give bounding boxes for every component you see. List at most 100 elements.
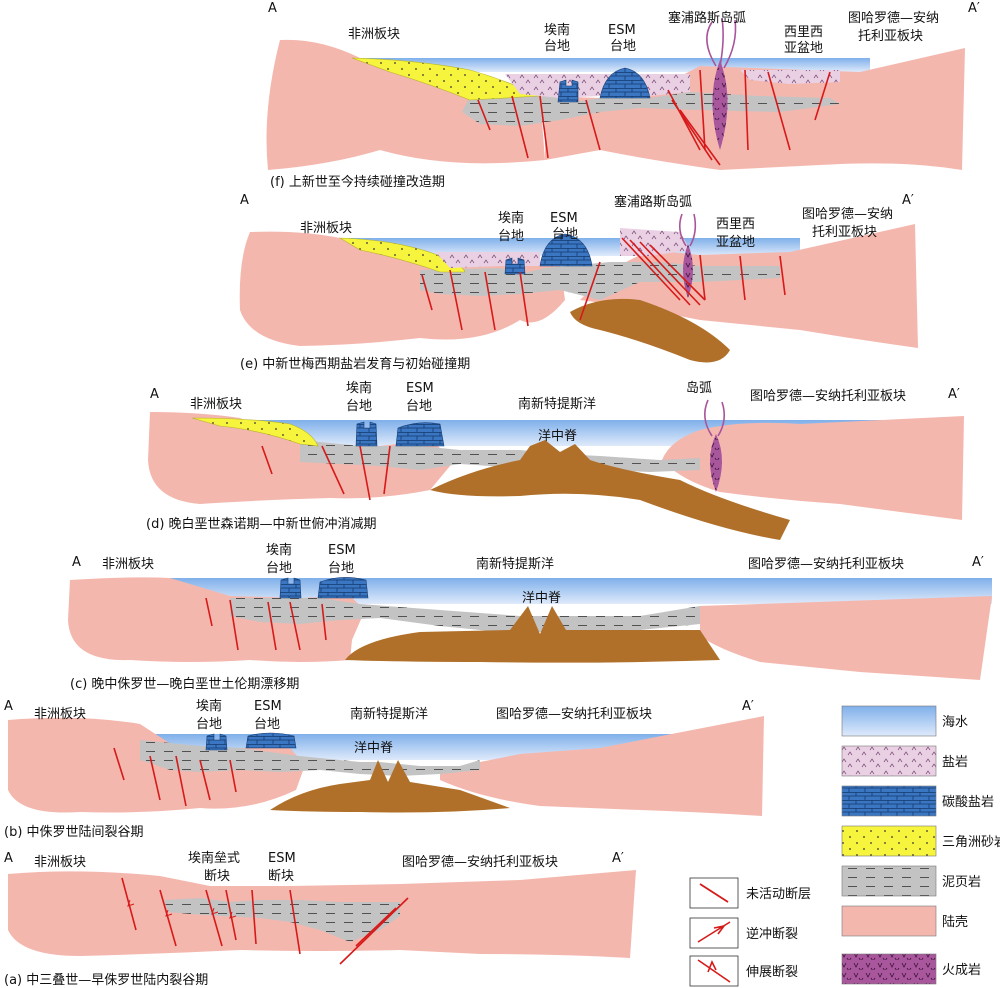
label-arc: 塞浦路斯岛弧 [614,194,692,210]
label-ocean: 南新特提斯洋 [476,556,554,572]
oceanic-crust-subducting [570,298,730,363]
end-label-a-prime: A′ [968,1,980,16]
label-ridge: 洋中脊 [354,741,393,756]
end-label-a-prime: A′ [742,699,754,714]
fault-lines [421,237,786,331]
label-egypt-1: 埃南 [544,22,570,38]
end-label-a: A [268,1,277,16]
legend-label-delta: 三角洲砂岩 [942,835,1000,850]
label-anatolia-2: 托利亚板块 [812,225,877,240]
fault-lines [205,597,327,651]
label-esm-1: ESM [328,543,356,558]
igneous-arc [710,434,722,492]
label-cilicia-1: 西里西 [784,25,823,40]
end-label-a: A [4,699,13,714]
label-anatolia: 图哈罗德—安纳托利亚板块 [496,707,652,722]
legend-label-inactive-fault: 未活动断层 [746,887,811,902]
label-egypt-2: 断块 [204,869,230,884]
legend-swatch-seawater [841,705,937,737]
fault-lines [477,69,831,166]
mudshale-layer [164,898,400,942]
continental-crust-africa [239,231,565,346]
label-esm-2: 台地 [610,39,636,54]
legend-label-salt: 盐岩 [942,755,968,770]
label-anatolia-2: 托利亚板块 [858,29,923,44]
label-egypt-2: 台地 [266,561,292,576]
legend-swatch-shale [841,865,937,897]
label-esm-2: 台地 [328,561,354,576]
end-label-a: A [72,555,81,570]
label-ridge: 洋中脊 [538,429,577,444]
label-africa: 非洲板块 [102,557,154,572]
extensional-fault-symbol [697,959,731,983]
carbonate-platform-egypt [504,257,526,275]
label-africa: 非洲板块 [34,855,86,870]
caption-f: (f) 上新世至今持续碰撞改造期 [270,174,445,190]
panel-e: A A′ 非洲板块 埃南 台地 ESM 台地 塞浦路斯岛弧 西里西 亚盆地 图哈… [239,193,918,372]
legend-swatch-delta [841,825,937,857]
legend-swatch-igneous [841,953,937,985]
caption-e: (e) 中新世梅西期盐岩发育与初始碰撞期 [240,356,470,372]
legend-swatch-salt [841,745,937,777]
label-esm-1: ESM [268,851,296,866]
end-label-a-prime: A′ [612,851,624,866]
label-cilicia-1: 西里西 [716,217,755,232]
carbonate-platform-esm [539,233,593,267]
arc-volcanic-conduits [706,17,737,69]
label-esm-1: ESM [254,699,282,714]
label-arc: 岛弧 [686,380,712,396]
salt-layer [505,74,690,98]
oceanic-crust [270,760,510,813]
panel-f: A A′ 非洲板块 埃南 台地 ESM 台地 塞浦路斯岛弧 西里西 亚盆地 图哈… [266,1,980,190]
label-esm-1: ESM [550,211,578,226]
legend-label-extensional-fault: 伸展断裂 [746,965,798,980]
carbonate-platform-egypt [279,577,302,599]
carbonate-platform-egypt [557,79,579,103]
carbonate-platform-esm [317,577,369,599]
label-egypt-1: 埃南 [346,380,372,396]
end-label-a: A [150,387,159,402]
end-label-a: A [4,851,13,866]
panel-a: A A′ 非洲板块 埃南垒式 断块 ESM 断块 图哈罗德—安纳托利亚板块 (a… [4,850,636,988]
arc-volcanic-conduits [678,213,697,247]
label-egypt-1: 埃南 [196,698,222,714]
label-anatolia: 图哈罗德—安纳托利亚板块 [402,855,558,870]
end-label-a-prime: A′ [902,193,914,208]
legend-swatch-crust [841,905,937,937]
fault-lines [261,445,391,501]
legend: 海水 盐岩 碳酸盐岩 三角洲砂岩 泥页岩 陆壳 火成岩 未活动断层 逆冲断裂 伸… [689,705,1000,987]
carbonate-platform-egypt [355,421,378,447]
label-egypt-2: 台地 [346,399,372,414]
label-ocean: 南新特提斯洋 [350,706,428,722]
label-anatolia: 图哈罗德—安纳托利亚板块 [748,557,904,572]
legend-label-igneous: 火成岩 [942,963,981,978]
carbonate-platform-esm [599,67,651,99]
fault-lines [113,747,237,807]
label-anatolia-1: 图哈罗德—安纳 [802,207,893,222]
label-esm-1: ESM [406,381,434,396]
label-anatolia: 图哈罗德—安纳托利亚板块 [750,389,906,404]
panel-d: A A′ 非洲板块 埃南 台地 ESM 台地 南新特提斯洋 洋中脊 岛弧 图哈罗… [146,380,964,540]
continental-crust-anatolia [580,224,918,348]
label-africa: 非洲板块 [300,221,352,236]
panel-b: A A′ 非洲板块 埃南 台地 ESM 台地 南新特提斯洋 洋中脊 图哈罗德—安… [4,698,764,840]
carbonate-platform-esm [245,732,297,749]
label-cilicia-2: 亚盆地 [716,235,755,250]
continental-crust-anatolia [440,716,764,816]
end-label-a-prime: A′ [972,555,984,570]
label-africa: 非洲板块 [34,707,86,722]
label-egypt-1: 埃南 [498,210,524,226]
end-label-a-prime: A′ [948,387,960,402]
label-egypt-1: 埃南垒式 [188,850,240,866]
label-egypt-2: 台地 [498,229,524,244]
legend-label-carbonate: 碳酸盐岩 [942,795,994,810]
caption-d: (d) 晚白垩世森诺期—中新世俯冲消减期 [146,516,377,532]
oceanic-crust [345,606,720,663]
label-esm-2: 台地 [406,399,432,414]
fault-sense-marks [127,899,237,919]
label-egypt-1: 埃南 [266,542,292,558]
label-egypt-2: 台地 [544,39,570,54]
delta-sandstone [191,417,319,447]
delta-sandstone [351,57,541,101]
legend-label-crust: 陆壳 [942,914,968,930]
